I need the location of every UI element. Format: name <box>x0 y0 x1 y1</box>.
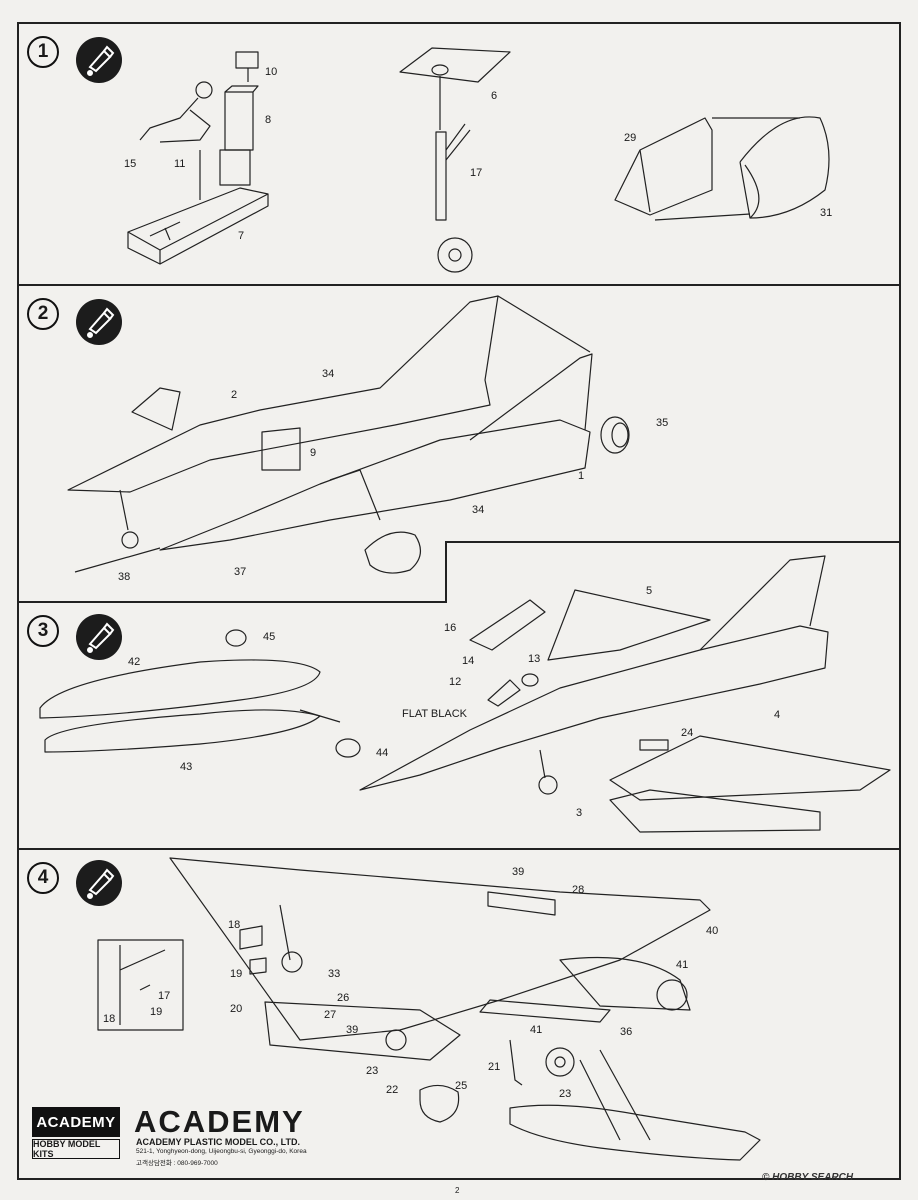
logo-bottom-text: HOBBY MODEL KITS <box>32 1139 120 1159</box>
part-label: 43 <box>180 761 193 773</box>
part-label: 45 <box>263 631 276 643</box>
academy-logo: ACADEMY HOBBY MODEL KITS <box>32 1107 120 1159</box>
part-label: 10 <box>265 66 278 78</box>
company-phone: 고객상담전화 : 080-969-7000 <box>136 1160 218 1167</box>
glue-icon <box>76 299 122 345</box>
part-label: 8 <box>265 114 272 126</box>
part-label: 36 <box>620 1026 633 1038</box>
nose-cone-drawing <box>614 116 830 221</box>
company-name: ACADEMY PLASTIC MODEL CO., LTD. <box>136 1137 301 1147</box>
part-label: 35 <box>656 417 669 429</box>
fuselage-halves-drawing <box>67 295 630 574</box>
part-label: 14 <box>462 655 475 667</box>
part-label: 18 <box>103 1013 116 1025</box>
part-label: 1 <box>578 470 585 482</box>
part-label: 11 <box>174 158 186 170</box>
divider-step1 <box>17 284 901 286</box>
part-label: 23 <box>366 1065 379 1077</box>
part-label: 3 <box>576 807 583 819</box>
glue-icon <box>76 37 122 83</box>
part-label: 21 <box>488 1061 501 1073</box>
part-label: 18 <box>228 919 241 931</box>
part-label: 23 <box>559 1088 572 1100</box>
step-number-2: 2 <box>27 298 59 330</box>
part-label: 22 <box>386 1084 399 1096</box>
step-number-3: 3 <box>27 615 59 647</box>
part-label: 44 <box>376 747 389 759</box>
divider-step2-right <box>445 541 901 543</box>
part-label: 39 <box>512 866 525 878</box>
glue-icon <box>76 614 122 660</box>
divider-step2-left <box>17 601 447 603</box>
part-label: 17 <box>158 990 171 1002</box>
part-label: 28 <box>572 884 585 896</box>
part-label: 9 <box>310 447 317 459</box>
fuel-tank-drawing <box>39 629 361 758</box>
part-label: 12 <box>449 676 462 688</box>
cockpit-tub-drawing <box>127 51 269 265</box>
part-label: 19 <box>230 968 243 980</box>
watermark: © HOBBY SEARCH <box>762 1172 854 1183</box>
part-label: 26 <box>337 992 350 1004</box>
part-label: 16 <box>444 622 457 634</box>
divider-step2-vertical <box>445 541 447 603</box>
part-label: 41 <box>530 1024 543 1036</box>
part-label: 6 <box>491 90 498 102</box>
part-label: 4 <box>774 709 781 721</box>
step-number-4: 4 <box>27 862 59 894</box>
step-number-1: 1 <box>27 36 59 68</box>
flat-black-callout: FLAT BLACK <box>402 708 468 720</box>
part-label: 20 <box>230 1003 243 1015</box>
part-label: 40 <box>706 925 719 937</box>
part-label: 19 <box>150 1006 163 1018</box>
part-label: 15 <box>124 158 137 170</box>
part-label: 34 <box>472 504 485 516</box>
inset-detail-drawing <box>97 939 184 1031</box>
divider-step3 <box>17 848 901 850</box>
part-label: 41 <box>676 959 689 971</box>
page-number: 2 <box>455 1186 460 1195</box>
part-label: 39 <box>346 1024 359 1036</box>
part-label: 42 <box>128 656 141 668</box>
part-label: 27 <box>324 1009 337 1021</box>
logo-top-text: ACADEMY <box>32 1107 120 1137</box>
part-label: 38 <box>118 571 131 583</box>
part-label: 34 <box>322 368 335 380</box>
part-label: 7 <box>238 230 245 242</box>
part-label: 17 <box>470 167 483 179</box>
glue-icon <box>76 860 122 906</box>
part-label: 29 <box>624 132 637 144</box>
part-label: 24 <box>681 727 694 739</box>
aircraft-assembled-drawing <box>359 555 891 833</box>
part-label: 13 <box>528 653 541 665</box>
part-label: 33 <box>328 968 341 980</box>
part-label: 25 <box>455 1080 468 1092</box>
nose-gear-drawing <box>399 47 511 273</box>
underside-assembly-drawing <box>169 857 761 1161</box>
part-label: 37 <box>234 566 247 578</box>
company-address: 521-1, Yonghyeon-dong, Uijeongbu-si, Gye… <box>136 1148 307 1155</box>
part-label: 2 <box>231 389 238 401</box>
part-label: 31 <box>820 207 833 219</box>
brand-wordmark: ACADEMY <box>134 1104 305 1139</box>
part-label: 5 <box>646 585 653 597</box>
